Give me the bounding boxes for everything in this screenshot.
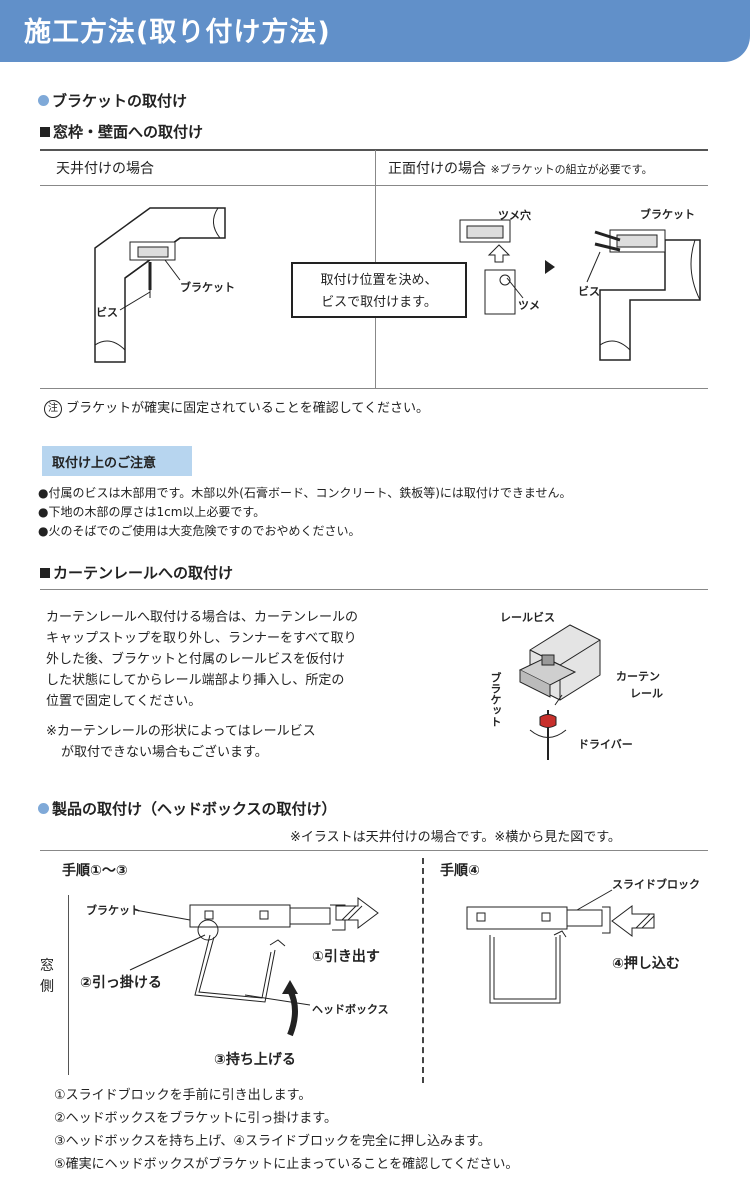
table-top-rule <box>40 149 708 151</box>
bullet-dot-icon <box>38 803 49 814</box>
driver-label: ドライバー <box>578 738 633 751</box>
instruction-item: ⑤確実にヘッドボックスがブラケットに止まっていることを確認してください。 <box>54 1157 519 1172</box>
front-mount-header: 正面付けの場合 ※ブラケットの組立が必要です。 <box>388 161 653 177</box>
step-bracket-label: ブラケット <box>86 904 141 917</box>
instruction-item: ③ヘッドボックスを持ち上げ、④スライドブロックを完全に押し込みます。 <box>54 1134 491 1149</box>
window-side-char: 側 <box>40 979 54 995</box>
instruction-item: ①スライドブロックを手前に引き出します。 <box>54 1088 312 1103</box>
product-rule <box>40 850 708 851</box>
product-heading: 製品の取付け（ヘッドボックスの取付け） <box>38 798 337 819</box>
rail-subheading: カーテンレールへの取付け <box>40 562 233 583</box>
square-bullet-icon <box>40 127 50 137</box>
curtain-label: カーテン <box>616 670 660 683</box>
front-mount-illustration <box>459 219 701 361</box>
callout-line-1: 取付け位置を決め、 <box>320 273 438 288</box>
rail-line: 外した後、ブラケットと付属のレールビスを仮付け <box>46 652 346 667</box>
rail-line: した状態にしてからレール端部より挿入し、所定の <box>46 673 345 688</box>
step-divider <box>422 858 424 1083</box>
hook-label: ②引っ掛ける <box>80 975 162 991</box>
slide-block-label: スライドブロック <box>612 878 700 891</box>
lift-label: ③持ち上げる <box>214 1052 296 1068</box>
rail-rule <box>40 589 708 590</box>
instruction-list: ①スライドブロックを手前に引き出します。 ②ヘッドボックスをブラケットに引っ掛け… <box>54 1084 518 1176</box>
rail-label: レール <box>630 687 663 700</box>
rail-line: 位置で固定してください。 <box>46 694 202 709</box>
rail-screw-label: レールビス <box>500 611 555 624</box>
rail-bracket-label: ブラケット <box>489 672 502 727</box>
screw-label-left: ビス <box>96 306 118 319</box>
step-b-title: 手順④ <box>440 863 480 879</box>
window-side-line <box>68 895 69 1075</box>
step-4-illustration <box>466 889 613 1004</box>
ceiling-mount-header: 天井付けの場合 <box>56 161 154 177</box>
rail-note: ※カーテンレールの形状によってはレールビス が取付できない場合もございます。 <box>46 720 316 762</box>
window-frame-subheading: 窓枠・壁面への取付け <box>40 121 203 142</box>
rail-line: キャップストップを取り外し、ランナーをすべて取り <box>46 631 357 646</box>
front-mount-note: ※ブラケットの組立が必要です。 <box>490 163 653 176</box>
caution-list: ●付属のビスは木部用です。木部以外(石膏ボード、コンクリート、鉄板等)には取付け… <box>38 484 572 541</box>
table-header-rule <box>40 185 708 186</box>
caution-tag <box>42 446 192 476</box>
callout-line-2: ビスで取付けます。 <box>321 295 437 310</box>
tsume-label: ツメ <box>518 299 540 312</box>
bracket-heading: ブラケットの取付け <box>38 90 187 111</box>
bracket-note: 注 ブラケットが確実に固定されていることを確認してください。 <box>44 397 429 418</box>
caution-item: ●付属のビスは木部用です。木部以外(石膏ボード、コンクリート、鉄板等)には取付け… <box>38 486 572 500</box>
bracket-label-right: ブラケット <box>640 208 695 221</box>
window-side-char: 窓 <box>40 958 54 974</box>
headbox-label: ヘッドボックス <box>312 1003 389 1016</box>
ceiling-mount-illustration <box>94 207 226 363</box>
page-title: 施工方法(取り付け方法) <box>24 17 331 48</box>
caution-title: 取付け上のご注意 <box>52 456 157 471</box>
push-label: ④押し込む <box>612 956 680 972</box>
instruction-item: ②ヘッドボックスをブラケットに引っ掛けます。 <box>54 1111 337 1126</box>
rail-note-line: ※カーテンレールの形状によってはレールビス <box>46 724 316 739</box>
callout-box: 取付け位置を決め、 ビスで取付けます。 <box>291 262 467 318</box>
caution-item: ●火のそばでのご使用は大変危険ですのでおやめください。 <box>38 524 361 538</box>
bracket-label-left: ブラケット <box>180 281 235 294</box>
rail-line: カーテンレールへ取付ける場合は、カーテンレールの <box>46 610 359 625</box>
table-bottom-rule <box>40 388 708 389</box>
header-banner <box>0 0 750 62</box>
step-a-title: 手順①～③ <box>62 863 128 879</box>
pull-out-label: ①引き出す <box>312 949 380 965</box>
product-note: ※イラストは天井付けの場合です。※横から見た図です。 <box>290 830 621 845</box>
steps-1-3-illustration <box>129 904 346 1037</box>
bullet-dot-icon <box>38 95 49 106</box>
rail-paragraph: カーテンレールへ取付ける場合は、カーテンレールの キャップストップを取り外し、ラ… <box>46 606 358 711</box>
square-bullet-icon <box>40 568 50 578</box>
push-arrow-icon <box>611 905 655 937</box>
pull-arrow-icon <box>335 897 379 929</box>
note-mark-icon: 注 <box>44 400 62 418</box>
screw-label-right: ビス <box>578 285 600 298</box>
tsume-hole-label: ツメ穴 <box>498 209 531 222</box>
rail-note-line: が取付できない場合もございます。 <box>61 745 268 760</box>
rail-illustration <box>518 624 601 760</box>
caution-item: ●下地の木部の厚さは1cm以上必要です。 <box>38 505 266 519</box>
